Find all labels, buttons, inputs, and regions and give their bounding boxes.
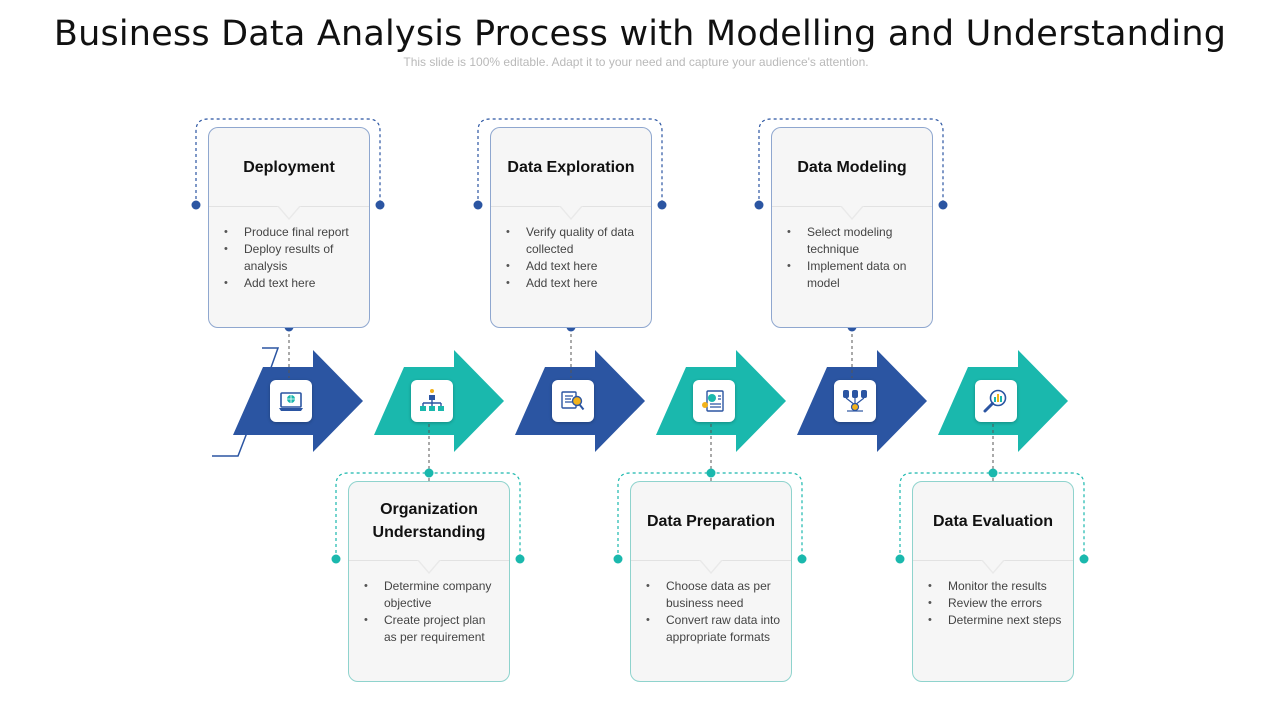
card-frame-data-evaluation	[899, 472, 1085, 559]
card-frame-data-exploration	[477, 118, 663, 205]
card-frame-organization-understanding	[335, 472, 521, 559]
frame-dot	[797, 554, 807, 564]
frame-dot	[191, 200, 201, 210]
bullet-item: Produce final report	[224, 224, 361, 241]
bullet-item: Choose data as per business need	[646, 578, 783, 612]
step-bullets: Determine company objectiveCreate projec…	[364, 578, 501, 646]
step-bullets: Monitor the resultsReview the errorsDete…	[928, 578, 1065, 629]
frame-dot	[657, 200, 667, 210]
card-notch	[417, 559, 441, 574]
bullet-item: Add text here	[506, 275, 643, 292]
connector-dot	[706, 468, 716, 478]
frame-dot	[1079, 554, 1089, 564]
card-notch	[277, 205, 301, 220]
connector-dot	[988, 468, 998, 478]
step-title: Deployment	[243, 158, 335, 176]
frame-dot	[938, 200, 948, 210]
step-bullets: Produce final reportDeploy results of an…	[224, 224, 361, 292]
bullet-item: Verify quality of data collected	[506, 224, 643, 258]
frame-dot	[515, 554, 525, 564]
card-frame-deployment	[195, 118, 381, 205]
bullet-item: Implement data on model	[787, 258, 924, 292]
card-notch	[699, 559, 723, 574]
step-title: Data Modeling	[797, 158, 907, 176]
step-title: Data Evaluation	[932, 512, 1054, 530]
step-card-data-exploration: Data ExplorationVerify quality of data c…	[490, 127, 652, 328]
step-card-data-preparation: Data PreparationChoose data as per busin…	[630, 481, 792, 682]
step-title: Data Preparation	[646, 512, 776, 530]
step-card-data-evaluation: Data EvaluationMonitor the resultsReview…	[912, 481, 1074, 682]
bullet-item: Review the errors	[928, 595, 1065, 612]
frame-dot	[331, 554, 341, 564]
step-title: Organization Understanding	[372, 501, 486, 541]
step-card-deployment: DeploymentProduce final reportDeploy res…	[208, 127, 370, 328]
step-bullets: Verify quality of data collectedAdd text…	[506, 224, 643, 292]
bullet-item: Add text here	[506, 258, 643, 275]
database-network-icon	[834, 380, 876, 422]
card-frame-data-modeling	[758, 118, 944, 205]
frame-dot	[754, 200, 764, 210]
bullet-item: Monitor the results	[928, 578, 1065, 595]
slide-title: Business Data Analysis Process with Mode…	[53, 14, 1227, 54]
bullet-item: Deploy results of analysis	[224, 241, 361, 275]
step-bullets: Select modeling techniqueImplement data …	[787, 224, 924, 292]
frame-dot	[375, 200, 385, 210]
step-card-organization-understanding: Organization UnderstandingDetermine comp…	[348, 481, 510, 682]
slide-subtitle: This slide is 100% editable. Adapt it to…	[403, 55, 869, 69]
data-search-icon	[552, 380, 594, 422]
laptop-globe-icon	[270, 380, 312, 422]
connector-dot	[424, 468, 434, 478]
card-notch	[840, 205, 864, 220]
bullet-item: Determine company objective	[364, 578, 501, 612]
bullet-item: Convert raw data into appropriate format…	[646, 612, 783, 646]
bullet-item: Select modeling technique	[787, 224, 924, 258]
step-title: Data Exploration	[507, 158, 635, 176]
card-frame-data-preparation	[617, 472, 803, 559]
step-card-data-modeling: Data ModelingSelect modeling techniqueIm…	[771, 127, 933, 328]
step-bullets: Choose data as per business needConvert …	[646, 578, 783, 646]
data-document-icon	[693, 380, 735, 422]
magnify-chart-icon	[975, 380, 1017, 422]
card-notch	[559, 205, 583, 220]
frame-dot	[473, 200, 483, 210]
bullet-item: Add text here	[224, 275, 361, 292]
org-chart-icon	[411, 380, 453, 422]
frame-dot	[895, 554, 905, 564]
frame-dot	[613, 554, 623, 564]
card-notch	[981, 559, 1005, 574]
bullet-item: Create project plan as per requirement	[364, 612, 501, 646]
bullet-item: Determine next steps	[928, 612, 1065, 629]
